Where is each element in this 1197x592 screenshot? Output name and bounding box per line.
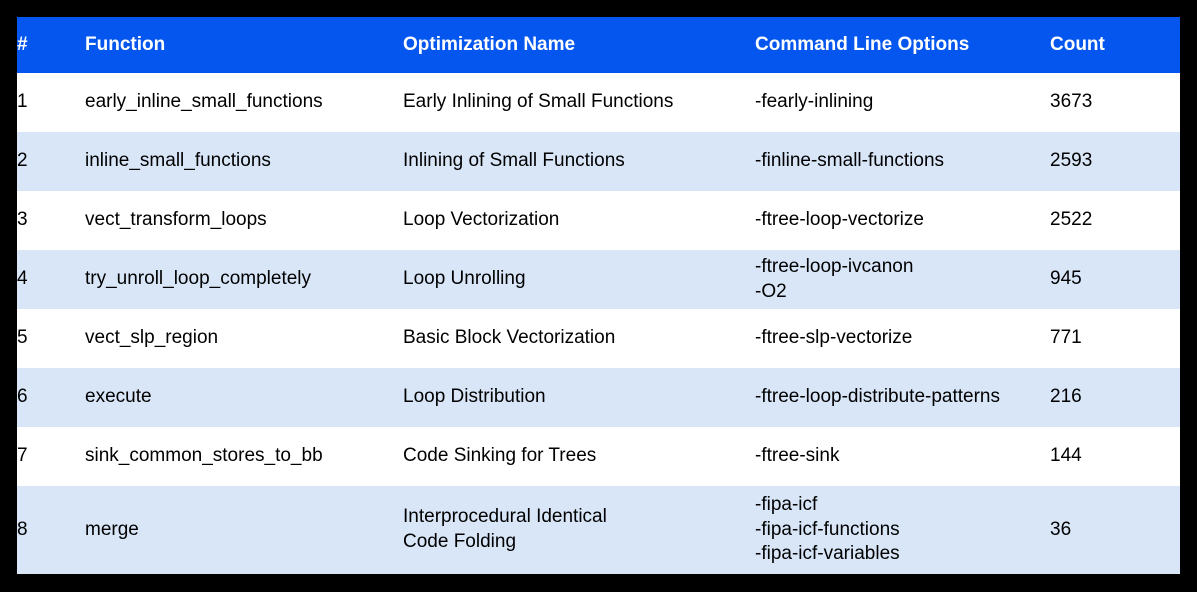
cell-number: 5 [17,327,28,349]
cell-count: 2522 [1050,209,1093,231]
table-header: # Function Optimization Name Command Lin… [17,17,1180,73]
cell-number: 6 [17,386,28,408]
cell-optimization-name: Interprocedural Identical Code Folding [403,506,607,552]
cell-count: 945 [1050,268,1082,290]
optimization-table-container: # Function Optimization Name Command Lin… [17,17,1180,574]
cell-function: merge [85,518,139,540]
column-header-count: Count [1050,33,1105,55]
cell-command-line-options: -ftree-slp-vectorize [755,327,913,349]
column-header-command-line-options: Command Line Options [755,33,970,55]
cell-optimization-name: Loop Distribution [403,386,546,408]
table-row: 4 try_unroll_loop_completely Loop Unroll… [17,250,1180,309]
table-row: 1 early_inline_small_functions Early Inl… [17,73,1180,132]
cell-function: try_unroll_loop_completely [85,268,312,290]
cell-command-line-options: -finline-small-functions [755,150,945,172]
cell-function: early_inline_small_functions [85,91,323,113]
cell-number: 2 [17,150,28,172]
cell-count: 2593 [1050,150,1093,172]
cell-optimization-name: Loop Unrolling [403,268,526,290]
table-row: 2 inline_small_functions Inlining of Sma… [17,132,1180,191]
cell-command-line-options: -ftree-loop-vectorize [755,209,924,231]
cell-command-line-options: -fipa-icf -fipa-icf-functions -fipa-icf-… [755,493,900,565]
cell-number: 1 [17,91,28,113]
column-header-optimization-name: Optimization Name [403,33,576,55]
cell-command-line-options: -fearly-inlining [755,91,874,113]
cell-number: 4 [17,268,28,290]
column-header-number: # [17,33,28,55]
cell-count: 36 [1050,518,1072,540]
table-row: 6 execute Loop Distribution -ftree-loop-… [17,368,1180,427]
table-row: 3 vect_transform_loops Loop Vectorizatio… [17,191,1180,250]
cell-command-line-options: -ftree-sink [755,445,840,467]
table-row: 7 sink_common_stores_to_bb Code Sinking … [17,427,1180,486]
cell-optimization-name: Code Sinking for Trees [403,445,597,467]
cell-optimization-name: Loop Vectorization [403,209,560,231]
table-body: 1 early_inline_small_functions Early Inl… [17,73,1180,574]
cell-command-line-options: -ftree-loop-distribute-patterns [755,386,1000,408]
cell-number: 7 [17,445,28,467]
optimization-table: # Function Optimization Name Command Lin… [17,17,1180,574]
cell-number: 3 [17,209,28,231]
cell-function: vect_slp_region [85,327,219,349]
column-header-function: Function [85,33,166,55]
cell-number: 8 [17,518,28,540]
cell-count: 3673 [1050,91,1093,113]
cell-function: vect_transform_loops [85,209,267,231]
cell-optimization-name: Basic Block Vectorization [403,327,616,349]
table-row: 8 merge Interprocedural Identical Code F… [17,486,1180,574]
header-row: # Function Optimization Name Command Lin… [17,17,1180,73]
cell-count: 144 [1050,445,1082,467]
cell-count: 771 [1050,327,1082,349]
cell-count: 216 [1050,386,1082,408]
cell-function: inline_small_functions [85,150,271,172]
cell-optimization-name: Inlining of Small Functions [403,150,625,172]
cell-function: sink_common_stores_to_bb [85,445,323,467]
cell-function: execute [85,386,152,408]
table-row: 5 vect_slp_region Basic Block Vectorizat… [17,309,1180,368]
cell-optimization-name: Early Inlining of Small Functions [403,91,674,113]
cell-command-line-options: -ftree-loop-ivcanon -O2 [755,255,914,302]
